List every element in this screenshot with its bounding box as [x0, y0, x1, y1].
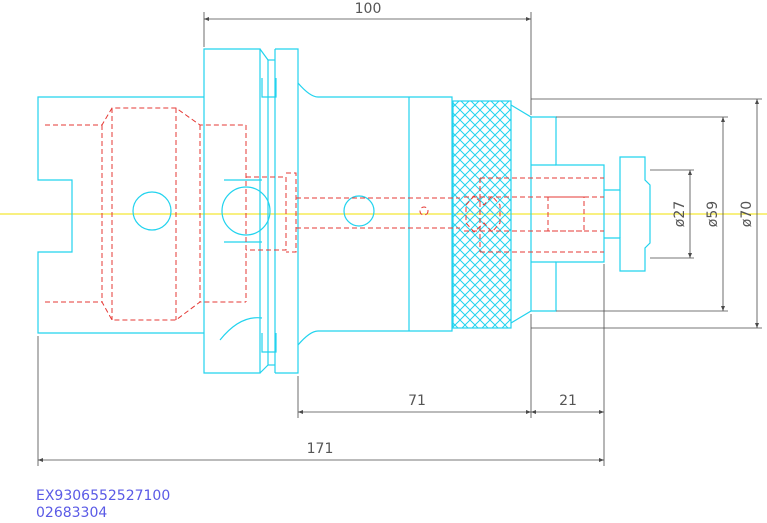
part-code-line1: EX9306552527100 [36, 488, 171, 504]
dim-21-label: 21 [559, 393, 577, 409]
dimension-lines [37, 12, 762, 466]
dim-dia59-label: ø59 [705, 201, 721, 227]
tool-outline [37, 48, 651, 374]
dim-top-label: 100 [355, 1, 382, 17]
dim-dia70-label: ø70 [739, 201, 755, 227]
dim-dia27-label: ø27 [672, 201, 688, 227]
part-code-line2: 02683304 [36, 505, 108, 521]
dim-total-label: 171 [307, 441, 334, 457]
dim-71-label: 71 [408, 393, 426, 409]
hidden-lines [45, 107, 604, 321]
